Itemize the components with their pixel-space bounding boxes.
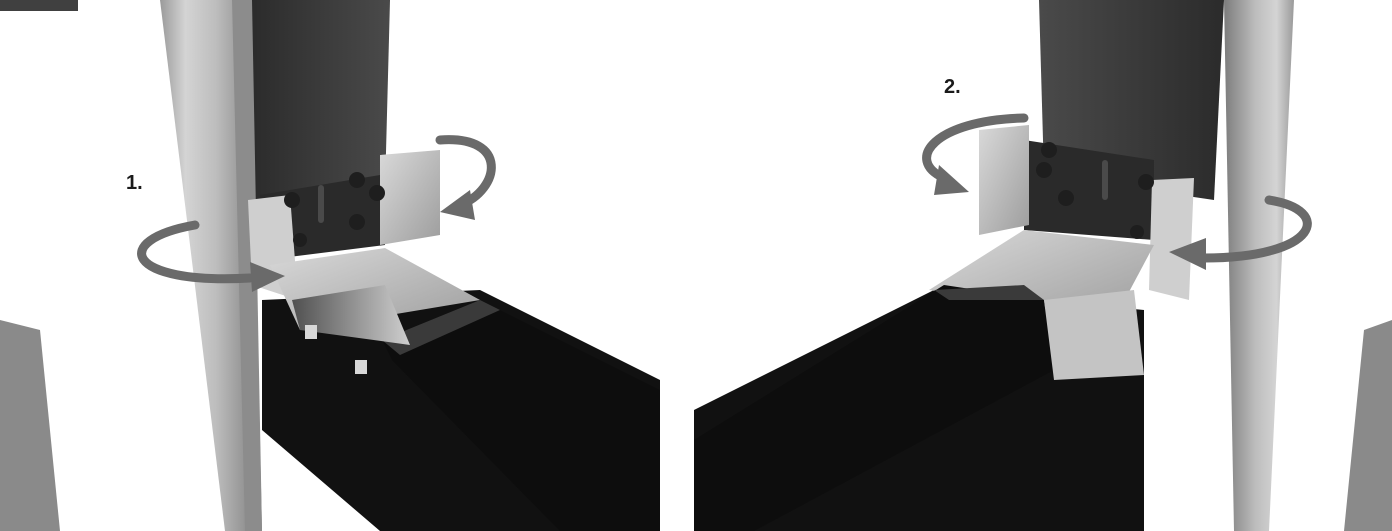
steel-post — [1224, 0, 1294, 531]
bolt — [1138, 174, 1154, 190]
bracket-side-flap — [979, 125, 1029, 235]
rotate-arrow-icon — [440, 140, 491, 220]
beam-clip — [1044, 290, 1144, 380]
bracket-slot — [1102, 160, 1108, 200]
clip-tab — [355, 360, 367, 374]
bracket-illustration-left — [0, 0, 660, 531]
bolt — [293, 233, 307, 247]
step-label-2: 2. — [944, 76, 961, 99]
bolt — [1041, 142, 1057, 158]
bolt — [369, 185, 385, 201]
bracket-illustration-right — [694, 0, 1392, 531]
bracket-side-flap — [380, 150, 440, 245]
step-label-1: 1. — [126, 172, 143, 195]
clip-tab — [305, 325, 317, 339]
background-post-edge — [0, 320, 60, 531]
bolt — [1036, 162, 1052, 178]
bolt — [349, 214, 365, 230]
bolt — [1058, 190, 1074, 206]
bracket-slot — [318, 185, 324, 223]
panel-step-2 — [694, 0, 1392, 531]
post-channel-interior — [250, 0, 390, 200]
bolt — [284, 192, 300, 208]
background-post-edge — [1344, 320, 1392, 531]
bolt — [1130, 225, 1144, 239]
bracket-right-flap — [1149, 178, 1194, 300]
panel-step-1 — [0, 0, 660, 531]
bolt — [349, 172, 365, 188]
